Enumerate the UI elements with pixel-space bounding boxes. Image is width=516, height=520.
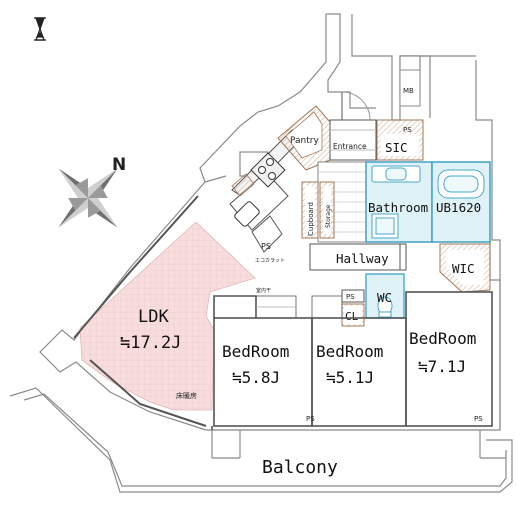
ldk-walls <box>73 195 207 427</box>
ps-bed3: PS <box>474 415 483 423</box>
compass-rose-icon <box>58 168 118 228</box>
bathroom-label: Bathroom <box>368 200 428 215</box>
balcony <box>9 387 513 493</box>
sic-label: SIC <box>385 140 408 155</box>
cl-closet <box>341 289 365 327</box>
bathroom <box>365 161 433 243</box>
ub-label: UB1620 <box>436 200 481 215</box>
compass-north-label: N <box>112 155 126 175</box>
ldk-size: ≒17.2J <box>120 333 181 353</box>
cupboard-label: Cupboard <box>307 202 315 236</box>
ps-kitchen: PS <box>261 242 271 251</box>
bedroom-closets <box>255 295 343 319</box>
bed2-size: ≒5.1J <box>326 368 374 387</box>
cl-label: CL <box>345 310 359 323</box>
mb-box <box>399 69 421 107</box>
balcony-label: Balcony <box>262 457 338 478</box>
bed1-size: ≒5.8J <box>232 368 280 387</box>
floor-heating-note: 床暖房 <box>176 391 197 400</box>
unit-bath <box>431 161 491 243</box>
closet-note: 室内干 <box>256 287 271 294</box>
counter-note: エコカラット <box>255 258 285 264</box>
bed2-label: BedRoom <box>316 342 383 361</box>
wic-label: WIC <box>452 261 475 276</box>
wc-label: WC <box>377 290 392 305</box>
ps-closet: PS <box>346 293 355 301</box>
stove-icon <box>250 152 286 188</box>
bed1-label: BedRoom <box>222 342 289 361</box>
ldk-floor <box>79 221 256 411</box>
hallway-label: Hallway <box>336 251 389 266</box>
wic <box>439 243 491 293</box>
entrance-label: Entrance <box>333 142 367 151</box>
hourglass-icon <box>34 17 46 41</box>
kitchen: PS エコカラット <box>229 129 301 264</box>
bed3-label: BedRoom <box>409 329 476 348</box>
pantry-label: Pantry <box>290 136 319 146</box>
wc <box>365 273 405 319</box>
ps-sic: PS <box>403 126 412 134</box>
cupboard <box>301 181 335 239</box>
ldk-label: LDK <box>138 307 169 327</box>
hallway-area <box>309 243 407 271</box>
sink-icon <box>234 201 260 227</box>
ps-bed1: PS <box>306 415 315 423</box>
storage-label: Storage <box>325 204 332 228</box>
entrance <box>329 91 377 161</box>
sic-room <box>376 119 424 161</box>
mb-label: MB <box>403 87 414 95</box>
bed3-size: ≒7.1J <box>418 357 466 376</box>
